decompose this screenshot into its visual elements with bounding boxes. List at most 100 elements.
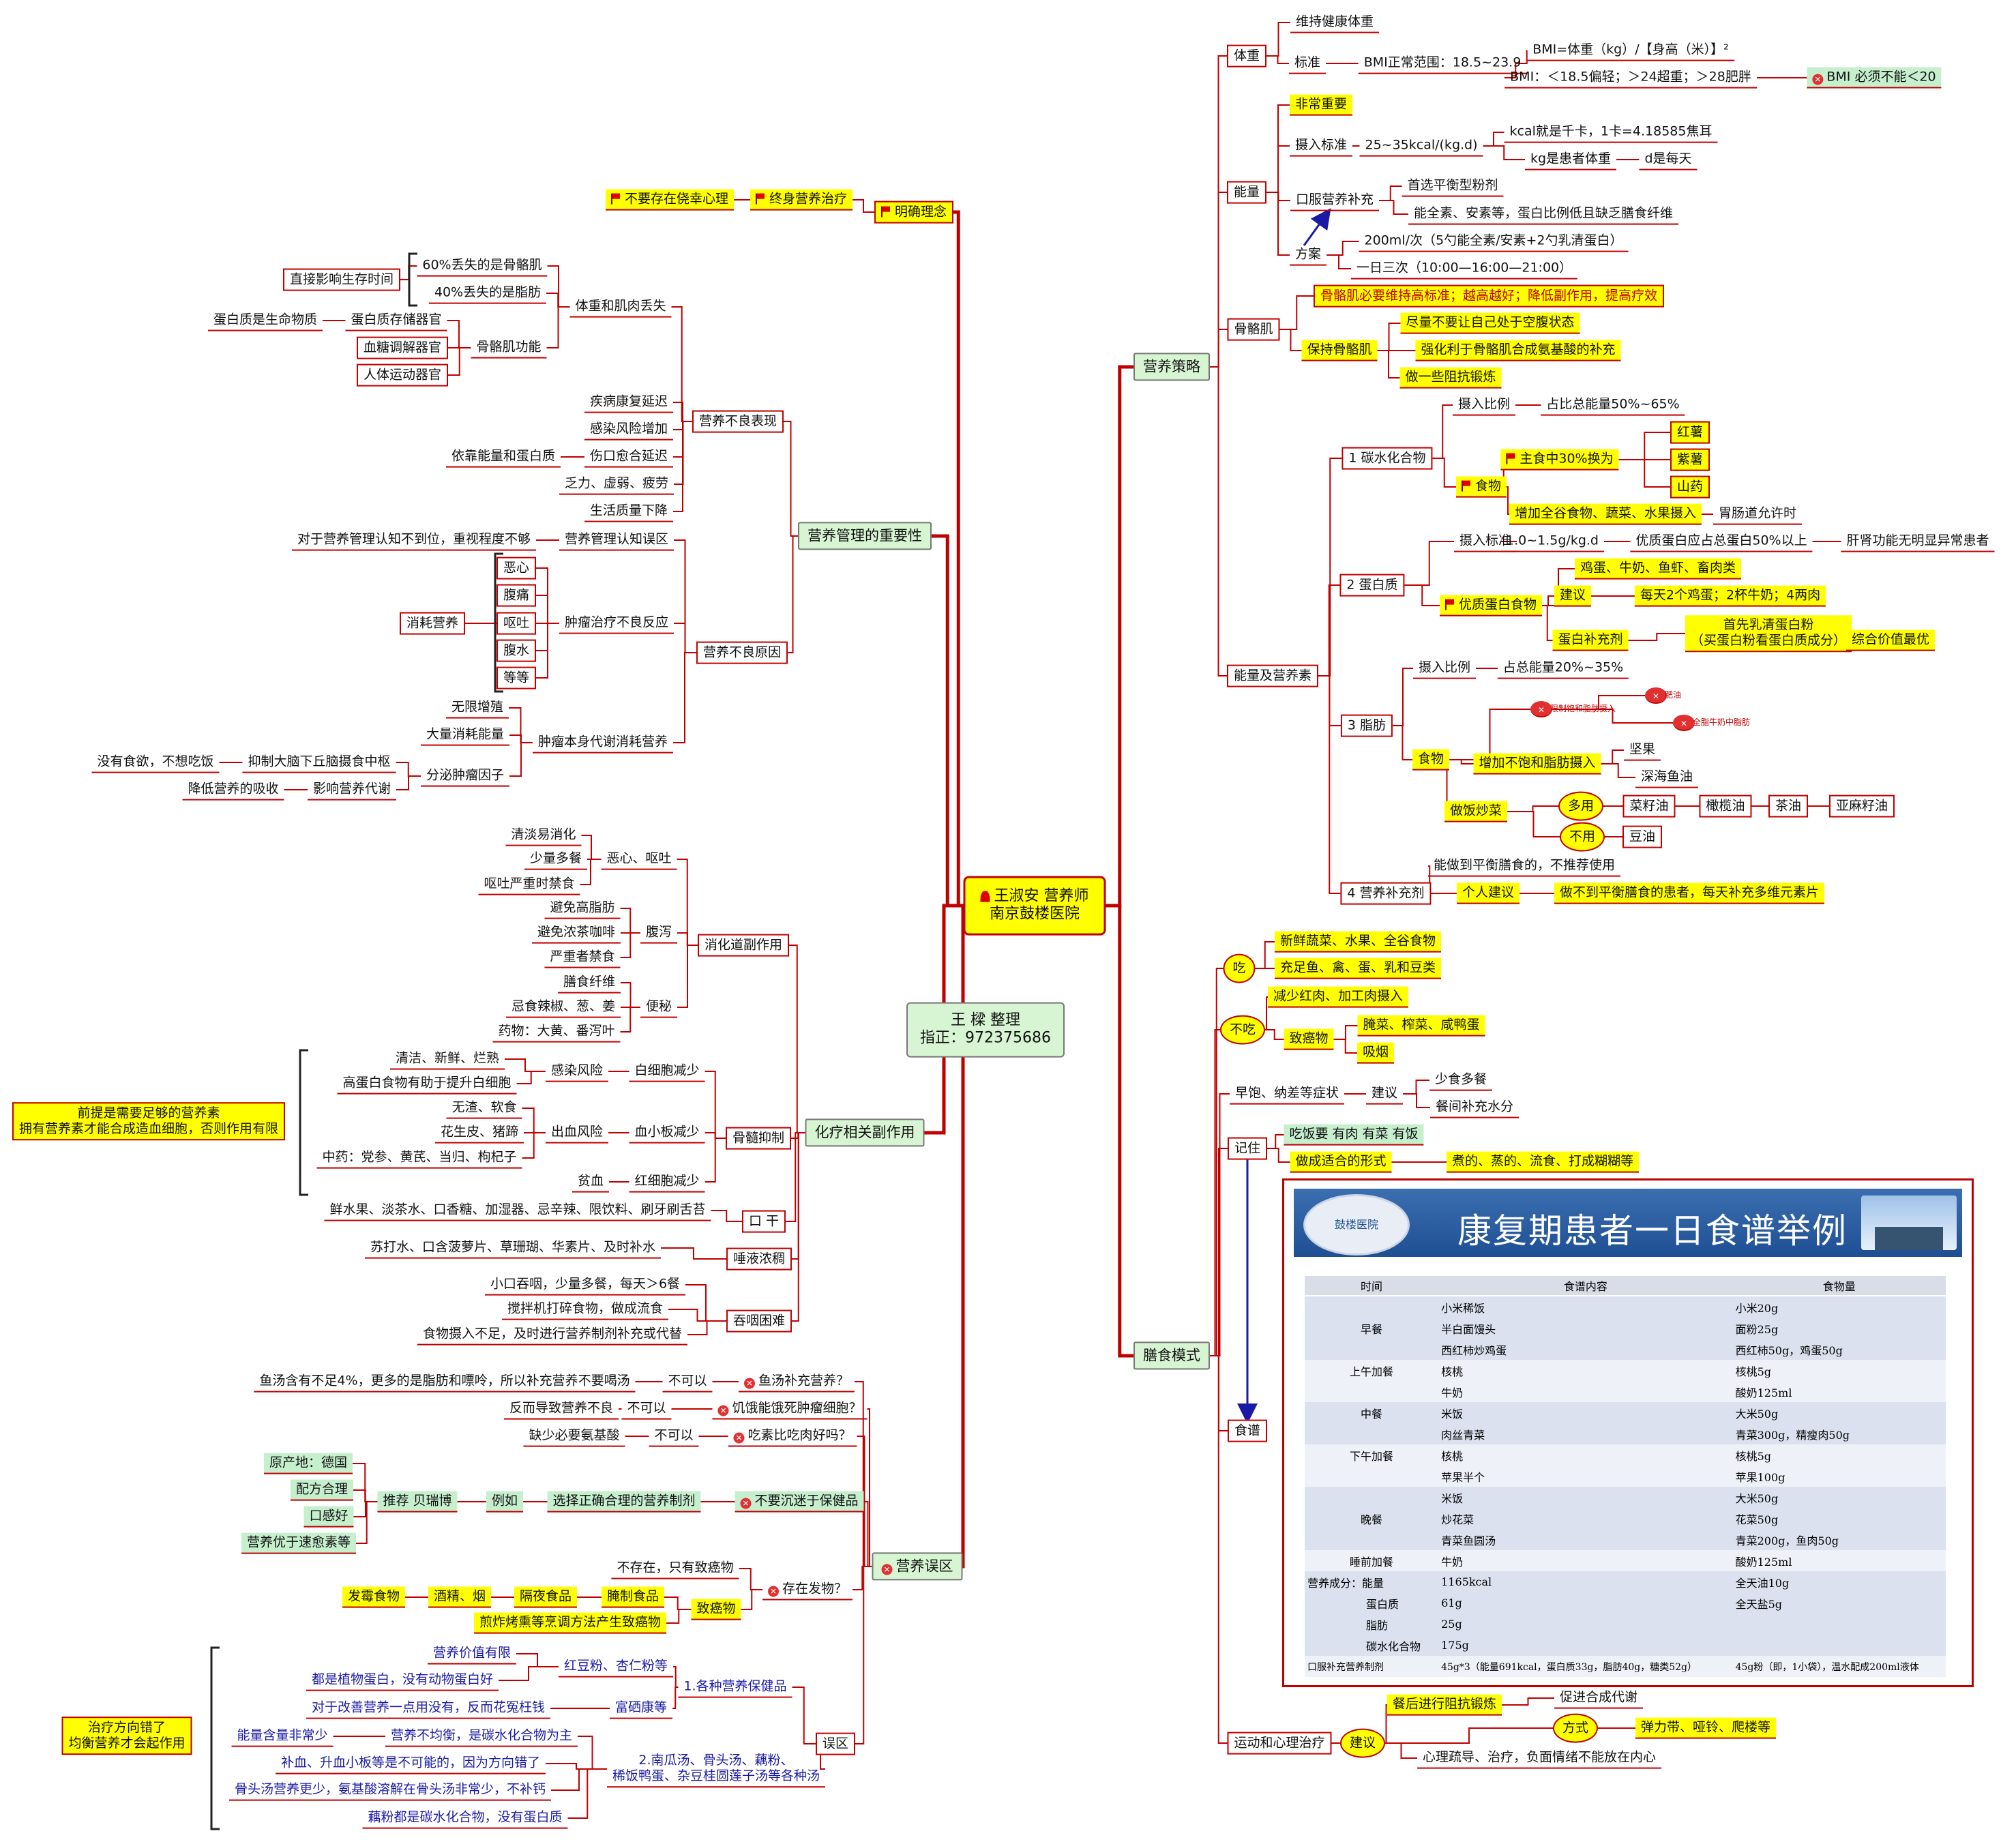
node-rbc: 红细胞减少 bbox=[629, 1172, 705, 1193]
link bbox=[1552, 709, 1673, 724]
link bbox=[1266, 192, 1290, 256]
person-icon bbox=[980, 891, 990, 902]
node-ftn: 不用 bbox=[1559, 822, 1605, 852]
warning-icon: ✕ bbox=[733, 1432, 745, 1444]
node-fq: ✕鱼汤补充营养？ bbox=[738, 1371, 855, 1393]
node-exrn: 促进合成代谢 bbox=[1554, 1688, 1644, 1709]
node-eo-text: 口服营养补充 bbox=[1295, 192, 1374, 207]
node-hc0-text: 发霉食物 bbox=[347, 1588, 400, 1604]
node-prspv: 首先乳清蛋白粉（买蛋白粉看蛋白质成分） bbox=[1685, 615, 1852, 652]
node-fta0-text: 坚果 bbox=[1629, 741, 1656, 757]
node-tmf1n-text: 没有食欲，不想吃饭 bbox=[97, 754, 214, 769]
node-cause: 营养不良原因 bbox=[696, 641, 788, 664]
link bbox=[664, 1596, 692, 1610]
node-prg: 优质蛋白食物 bbox=[1439, 595, 1543, 617]
node-mi0: 疾病康复延迟 bbox=[584, 392, 674, 413]
link bbox=[448, 347, 471, 376]
node-tm1: 大量消耗能量 bbox=[420, 725, 510, 746]
node-vq: ✕吃素比吃肉好吗？ bbox=[728, 1426, 857, 1447]
node-pre: 前提是需要足够的营养素拥有营养素才能合成造血细胞，否则作用有限 bbox=[12, 1102, 286, 1140]
link bbox=[1385, 1727, 1553, 1744]
node-rm1-text: 吃饭要 有肉 有菜 有饭 bbox=[1289, 1126, 1419, 1142]
node-mi3: 乏力、虚弱、疲劳 bbox=[559, 474, 675, 495]
link bbox=[505, 1058, 546, 1072]
link bbox=[356, 1501, 378, 1544]
recipe-time: 下午加餐 bbox=[1305, 1444, 1439, 1466]
warning-icon: ✕ bbox=[740, 1498, 752, 1509]
node-rm2-text: 做成适合的形式 bbox=[1295, 1153, 1387, 1169]
recipe-amount: 面粉25g bbox=[1732, 1318, 1946, 1339]
recipe-amount: 小米20g bbox=[1732, 1296, 1946, 1318]
node-wt1-text: 60%丢失的是骨骼肌 bbox=[422, 257, 542, 273]
recipe-header-menu: 食谱内容 bbox=[1438, 1276, 1733, 1296]
node-dry-text: 口 干 bbox=[748, 1213, 780, 1229]
recipe-item: 苹果半个 bbox=[1438, 1466, 1733, 1487]
node-wbcr: 感染风险 bbox=[545, 1061, 609, 1082]
node-mi1: 感染风险增加 bbox=[584, 419, 674, 441]
node-eo2-text: 能全素、安素等，蛋白比例低且缺乏膳食纤维 bbox=[1413, 205, 1674, 221]
link bbox=[853, 199, 874, 213]
node-prp: 优质蛋白应占总蛋白50%以上 bbox=[1630, 531, 1813, 552]
node-ed-text: d是每天 bbox=[1644, 151, 1692, 166]
node-fto1: 橄榄油 bbox=[1699, 794, 1752, 818]
node-nec0-text: 腌菜、榨菜、咸鸭蛋 bbox=[1363, 1017, 1480, 1033]
node-prf-text: 鸡蛋、牛奶、鱼虾、畜肉类 bbox=[1580, 560, 1736, 576]
node-chemo-text: 化疗相关副作用 bbox=[814, 1124, 915, 1141]
node-con: 便秘 bbox=[640, 997, 678, 1018]
node-sa: 不可以 bbox=[621, 1399, 672, 1420]
link bbox=[1507, 486, 1509, 515]
recipe-time bbox=[1305, 1487, 1439, 1508]
node-m-text: 骨骼肌 bbox=[1234, 321, 1273, 337]
node-pri-text: 摄入标准 bbox=[1459, 533, 1512, 548]
node-cbgn: 胃肠道允许时 bbox=[1713, 504, 1803, 525]
node-cbs1: 紫薯 bbox=[1670, 448, 1710, 471]
node-mk0-text: 尽量不要让自己处于空腹状态 bbox=[1406, 314, 1575, 330]
node-surv: 直接影响生存时间 bbox=[282, 268, 401, 291]
node-fq-text: 鱼汤补充营养？ bbox=[758, 1373, 850, 1388]
node-g23: 藕粉都是碳水化合物，没有蛋白质 bbox=[362, 1808, 568, 1829]
nutrition-extra: 全天油10g bbox=[1732, 1571, 1946, 1592]
link bbox=[1483, 132, 1504, 147]
warning-icon: ✕ bbox=[1678, 718, 1689, 729]
node-eaa: 建议 bbox=[1365, 1084, 1404, 1105]
node-spn: 能做到平衡膳食的，不推荐使用 bbox=[1427, 856, 1621, 877]
node-sq-text: 饥饿能饿死肿瘤细胞？ bbox=[732, 1400, 862, 1416]
node-tm-text: 肿瘤本身代谢消耗营养 bbox=[537, 734, 668, 749]
node-nau0: 清淡易消化 bbox=[505, 825, 582, 846]
oral-cell: 45g粉（即，1小袋），温水配成200ml液体 bbox=[1732, 1656, 1946, 1677]
node-nau0-text: 清淡易消化 bbox=[511, 827, 576, 842]
node-hc1-text: 酒精、烟 bbox=[433, 1588, 486, 1604]
node-tt1: 腹痛 bbox=[496, 584, 537, 607]
recipe-item: 炒花菜 bbox=[1438, 1508, 1733, 1529]
node-eat: 吃 bbox=[1223, 953, 1256, 983]
node-e: 能量 bbox=[1226, 181, 1267, 204]
link bbox=[447, 320, 471, 348]
recipe-row: 牛奶酸奶125ml bbox=[1305, 1381, 1946, 1402]
link bbox=[705, 1071, 726, 1139]
node-dia0-text: 避免高脂肪 bbox=[550, 900, 615, 915]
link bbox=[705, 1138, 726, 1183]
node-plt1: 花生皮、猪蹄 bbox=[434, 1123, 524, 1144]
node-g1: 1.各种营养保健品 bbox=[678, 1677, 792, 1698]
link bbox=[1432, 458, 1456, 488]
node-dig: 消化道副作用 bbox=[697, 934, 790, 957]
node-pre-text: 前提是需要足够的营养素拥有营养素才能合成造血细胞，否则作用有限 bbox=[18, 1105, 279, 1136]
oral-cell: 口服补充营养制剂 bbox=[1305, 1656, 1439, 1677]
node-nu: 能量及营养素 bbox=[1226, 664, 1319, 687]
node-g1-text: 1.各种营养保健品 bbox=[683, 1678, 787, 1694]
node-nau1: 少量多餐 bbox=[524, 849, 588, 870]
flag-icon bbox=[610, 193, 621, 205]
link bbox=[1210, 1148, 1228, 1356]
node-mk-text: 保持骨骼肌 bbox=[1307, 342, 1372, 357]
node-wt2-text: 40%丢失的是脂肪 bbox=[434, 284, 542, 300]
link bbox=[672, 1687, 679, 1709]
node-cbs: 主食中30%换为 bbox=[1500, 449, 1619, 471]
nutrition-key: 蛋白质 bbox=[1305, 1592, 1439, 1614]
node-spq-text: 不要沉迷于保健品 bbox=[754, 1493, 859, 1509]
node-rc-text: 食谱 bbox=[1234, 1423, 1261, 1438]
node-plt: 血小板减少 bbox=[629, 1123, 705, 1144]
node-g1bn: 对于改善营养一点用没有，反而花冤枉钱 bbox=[306, 1698, 551, 1719]
node-saln-text: 苏打水、口含菠萝片、草珊瑚、华素片、及时补水 bbox=[370, 1239, 656, 1255]
node-cbs2: 山药 bbox=[1670, 475, 1710, 499]
